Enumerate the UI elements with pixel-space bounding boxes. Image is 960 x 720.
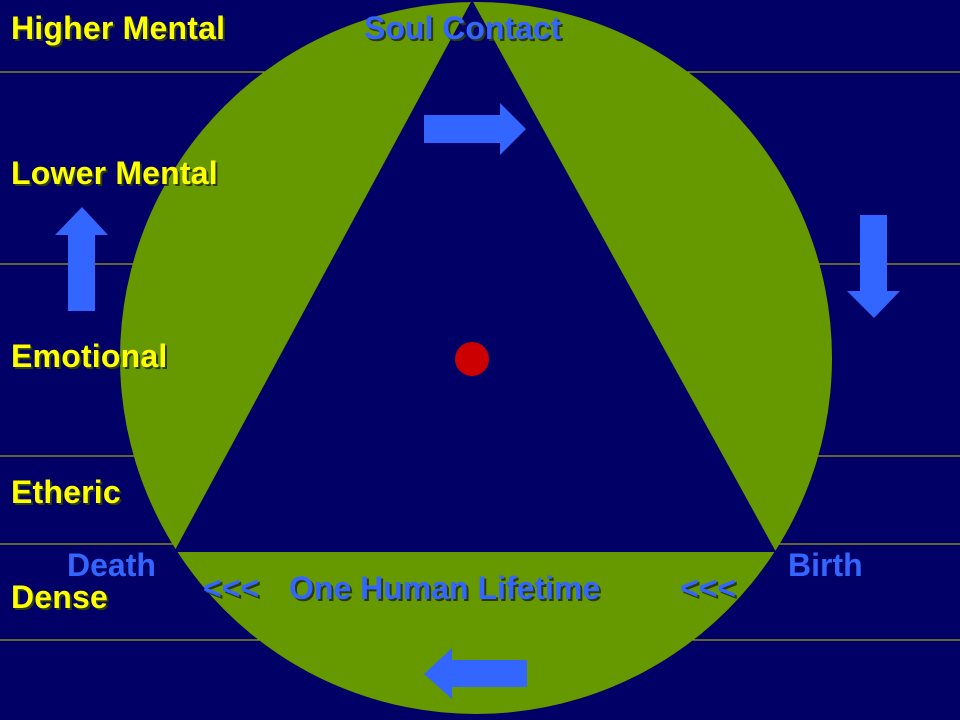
arrow-up-icon (55, 207, 108, 311)
arrow-right-icon (424, 103, 526, 155)
plane-label-etheric: Etheric (11, 474, 121, 510)
inner-triangle (174, 0, 776, 552)
lifetime-marker-right: <<< (680, 570, 737, 606)
birth-label: Birth (788, 547, 863, 583)
arrow-down-icon (847, 215, 900, 318)
plane-label-higher-mental: Higher Mental (11, 10, 226, 46)
plane-label-dense: Dense (11, 579, 109, 615)
plane-label-emotional: Emotional (11, 338, 168, 374)
lifetime-label: One Human Lifetime (289, 570, 601, 606)
soul-contact-label: Soul Contact (364, 10, 562, 46)
lifetime-marker-left: <<< (203, 570, 260, 606)
arrow-left-icon (424, 648, 527, 699)
death-label: Death (67, 547, 156, 583)
plane-label-lower-mental: Lower Mental (11, 155, 218, 191)
center-dot (455, 342, 489, 376)
